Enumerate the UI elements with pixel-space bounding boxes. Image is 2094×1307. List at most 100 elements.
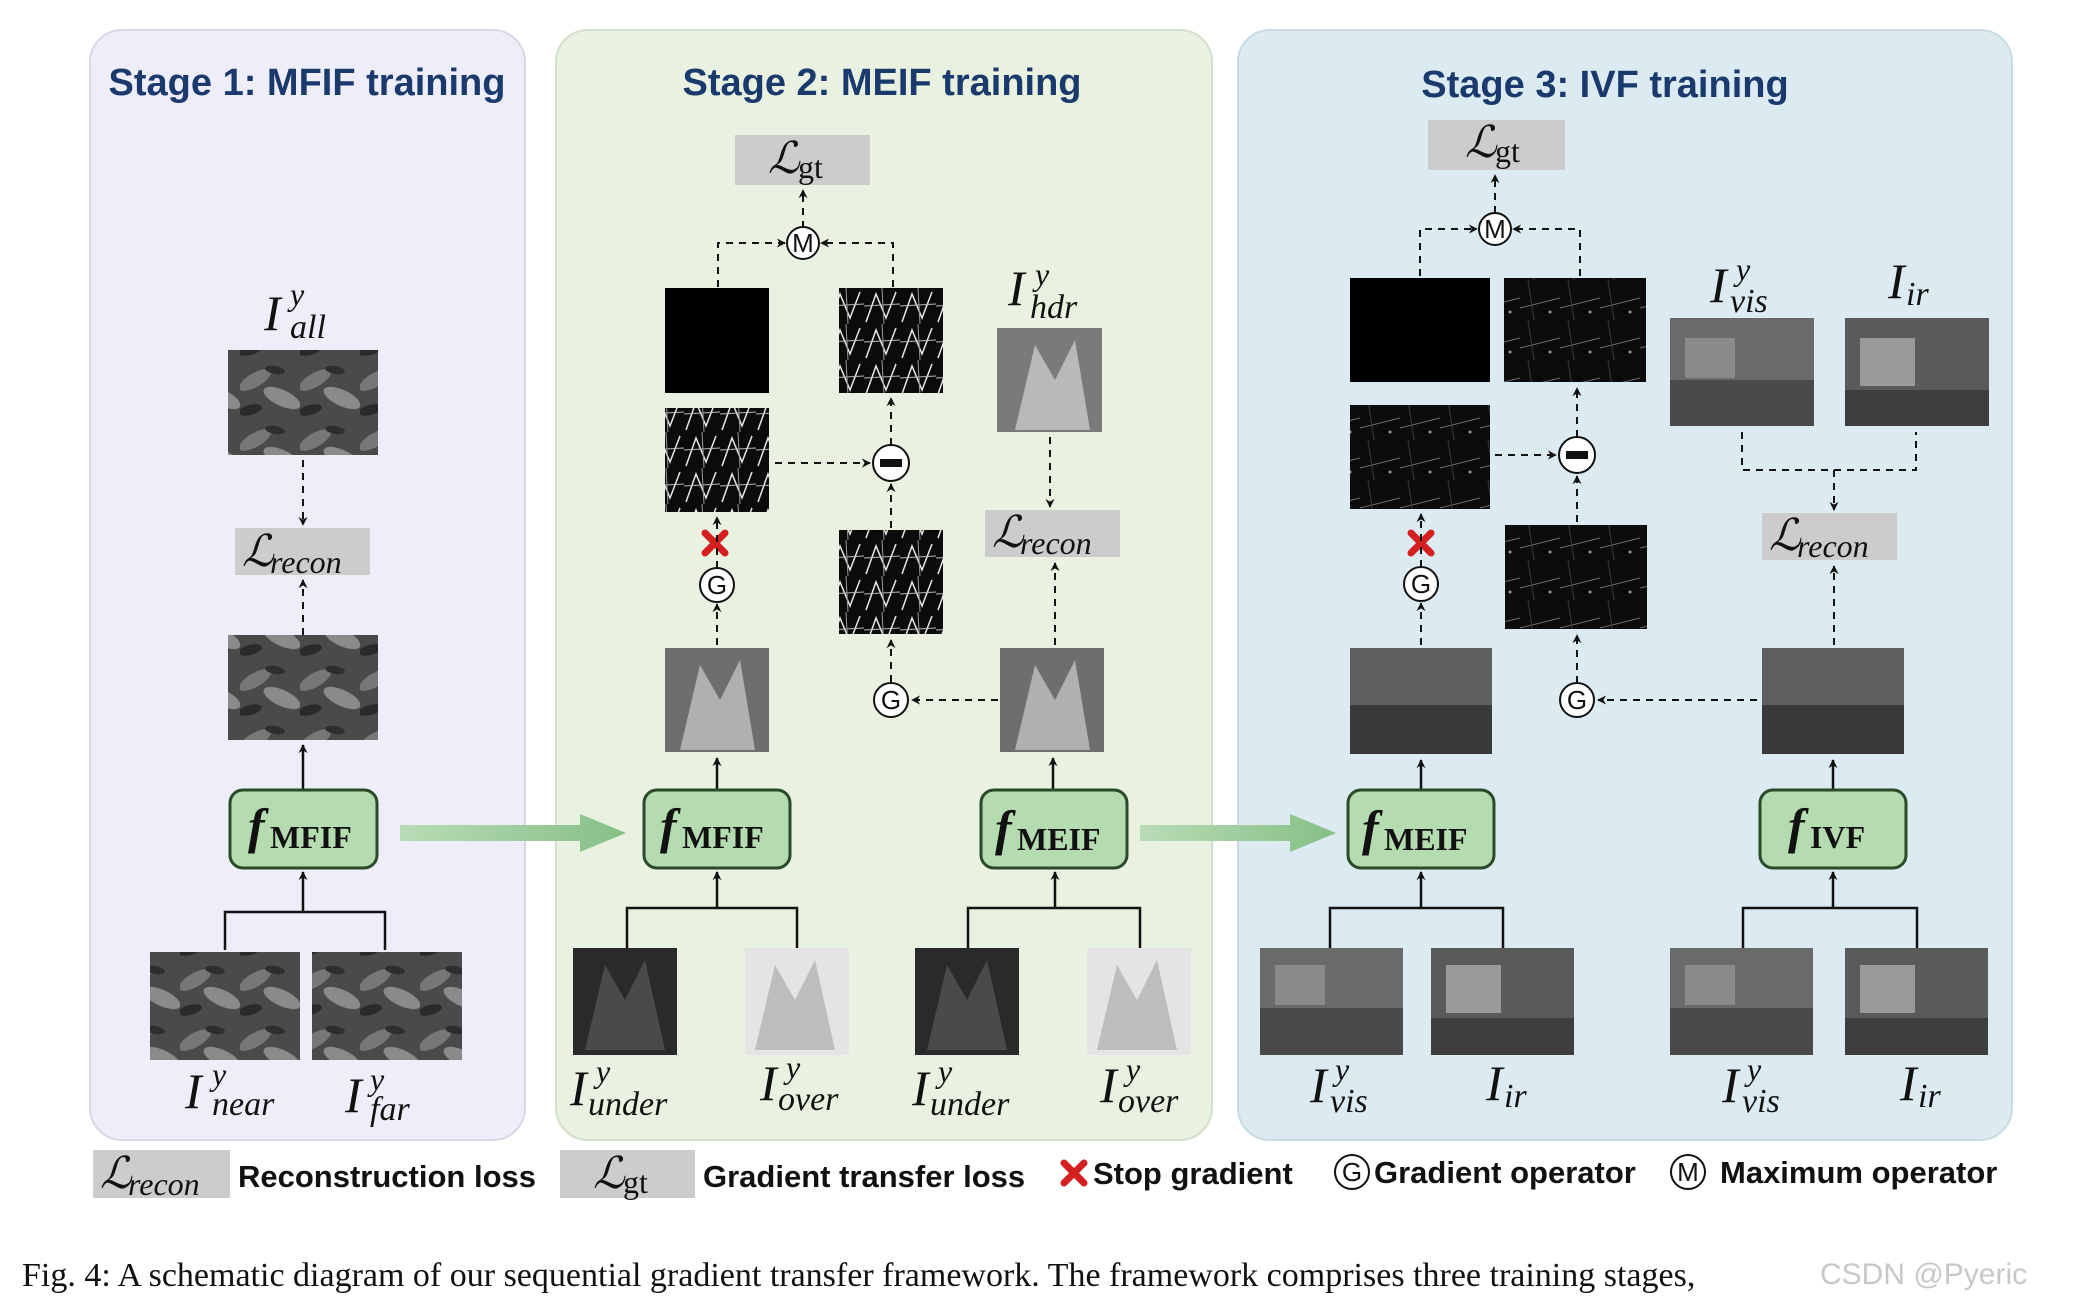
svg-text:I: I	[1007, 260, 1027, 316]
svg-text:recon: recon	[128, 1166, 200, 1202]
stage-1-panel: Stage 1: MFIF training	[89, 29, 526, 1141]
subtract-operator-stage3	[1558, 436, 1596, 474]
svg-text:MFIF: MFIF	[270, 819, 352, 855]
svg-text:MEIF: MEIF	[1384, 821, 1468, 857]
svg-text:I: I	[1899, 1055, 1919, 1111]
svg-text:I: I	[1309, 1057, 1329, 1113]
svg-text:ℒ: ℒ	[242, 526, 275, 577]
svg-text:y: y	[209, 1056, 227, 1092]
svg-text:under: under	[588, 1086, 668, 1123]
image-edge-gradient-max-stage3	[1504, 278, 1646, 382]
image-all-in-focus	[228, 350, 378, 455]
svg-text:I: I	[911, 1060, 931, 1116]
label-i-vis-top: I y vis	[1709, 251, 1768, 320]
svg-text:recon: recon	[1020, 525, 1092, 561]
svg-text:ir: ir	[1918, 1078, 1941, 1115]
stage-2-content: ℒ gt M I y hdr ℒ recon	[569, 133, 1191, 1123]
stop-gradient-mark-stage3	[1407, 529, 1435, 557]
legend-gt-swatch: ℒ gt	[560, 1148, 695, 1200]
legend: ℒ recon Reconstruction loss ℒ gt Gradien…	[93, 1148, 1997, 1202]
svg-text:y: y	[1332, 1051, 1350, 1087]
svg-text:ℒ: ℒ	[1465, 117, 1498, 168]
legend-stop-label: Stop gradient	[1093, 1156, 1293, 1191]
svg-text:ir: ir	[1906, 276, 1929, 313]
gradient-operator-stage2-left: G	[699, 567, 735, 603]
maximum-operator-stage2: M	[786, 226, 820, 260]
svg-text:gt: gt	[798, 149, 823, 185]
transfer-arrow-stage1-to-stage2	[400, 814, 626, 852]
svg-text:y: y	[783, 1049, 801, 1085]
stage-2-title: Stage 2: MEIF training	[682, 62, 1081, 104]
svg-text:ir: ir	[1504, 1078, 1527, 1115]
svg-text:y: y	[287, 276, 305, 312]
image-edge-gradient-max	[839, 288, 943, 393]
label-i-ir-top: I ir	[1887, 253, 1929, 313]
loss-gt-stage2: ℒ gt	[735, 133, 870, 185]
label-i-hdr: I y hdr	[1007, 256, 1078, 326]
label-i-all: I y all	[263, 276, 326, 346]
legend-gradient-icon: G	[1334, 1154, 1370, 1190]
loss-recon-stage2: ℒ recon	[985, 507, 1120, 561]
transfer-arrow-stage2-to-stage3	[1140, 814, 1336, 852]
label-i-under-1: I y under	[569, 1053, 668, 1123]
image-black-gradient	[665, 288, 769, 393]
svg-text:G: G	[1411, 569, 1431, 599]
svg-text:all: all	[290, 309, 326, 346]
legend-recon-swatch: ℒ recon	[93, 1148, 230, 1202]
legend-gradient-label: Gradient operator	[1374, 1155, 1636, 1190]
svg-text:ℒ: ℒ	[1769, 510, 1802, 561]
stop-gradient-mark-stage2	[701, 529, 729, 557]
function-box-mfif-stage2: f MFIF	[642, 788, 792, 870]
svg-text:recon: recon	[1797, 528, 1869, 564]
svg-text:I: I	[1721, 1057, 1741, 1113]
stage-3-content: ℒ gt M I y vis I ir	[1260, 117, 1989, 1120]
svg-text:I: I	[184, 1063, 204, 1119]
label-i-over-2: I y over	[1099, 1051, 1179, 1120]
svg-text:MFIF: MFIF	[682, 819, 764, 855]
image-edge-gradient-stage3	[1350, 405, 1490, 509]
svg-text:y: y	[367, 1061, 385, 1097]
svg-text:y: y	[593, 1053, 611, 1089]
watermark: CSDN @Pyeric	[1820, 1258, 2027, 1291]
legend-maximum-icon: M	[1670, 1154, 1706, 1190]
function-box-meif-stage2: f MEIF	[979, 788, 1129, 870]
svg-text:G: G	[1567, 685, 1587, 715]
svg-text:vis: vis	[1730, 283, 1768, 320]
svg-text:MEIF: MEIF	[1017, 821, 1101, 857]
gradient-operator-stage2-right: G	[873, 682, 909, 718]
label-i-far: I y far	[344, 1061, 410, 1128]
svg-text:M: M	[1677, 1157, 1699, 1187]
stage-1-content: I y all ℒ recon f MFIF I y near I	[150, 276, 462, 1128]
svg-text:I: I	[1887, 253, 1907, 309]
svg-text:M: M	[1484, 214, 1506, 244]
svg-text:G: G	[707, 570, 727, 600]
svg-text:f: f	[1788, 798, 1809, 854]
legend-stop-icon	[1060, 1159, 1088, 1187]
svg-text:vis: vis	[1330, 1083, 1368, 1120]
loss-recon-stage3: ℒ recon	[1762, 510, 1897, 564]
svg-text:I: I	[759, 1055, 779, 1111]
svg-text:G: G	[1342, 1157, 1362, 1187]
svg-text:recon: recon	[270, 544, 342, 580]
svg-text:y: y	[1733, 251, 1751, 287]
svg-text:over: over	[1118, 1083, 1179, 1120]
svg-text:f: f	[995, 800, 1016, 856]
function-box-ivf-stage3: f IVF	[1758, 788, 1908, 870]
svg-text:under: under	[930, 1086, 1010, 1123]
label-i-vis-2: I y vis	[1721, 1051, 1780, 1120]
label-i-over-1: I y over	[759, 1049, 839, 1118]
svg-text:gt: gt	[1495, 133, 1520, 169]
image-edge-gradient-hdr	[839, 530, 943, 634]
svg-text:I: I	[1099, 1057, 1119, 1113]
svg-text:f: f	[248, 798, 269, 854]
svg-text:y: y	[935, 1053, 953, 1089]
subtract-operator-stage2	[872, 444, 910, 482]
svg-text:ℒ: ℒ	[992, 507, 1025, 558]
label-i-ir-2: I ir	[1899, 1055, 1941, 1115]
svg-text:I: I	[569, 1060, 589, 1116]
label-i-vis-1: I y vis	[1309, 1051, 1368, 1120]
loss-recon-stage1: ℒ recon	[235, 526, 370, 580]
legend-recon-label: Reconstruction loss	[238, 1159, 536, 1194]
svg-text:y: y	[1032, 256, 1050, 292]
